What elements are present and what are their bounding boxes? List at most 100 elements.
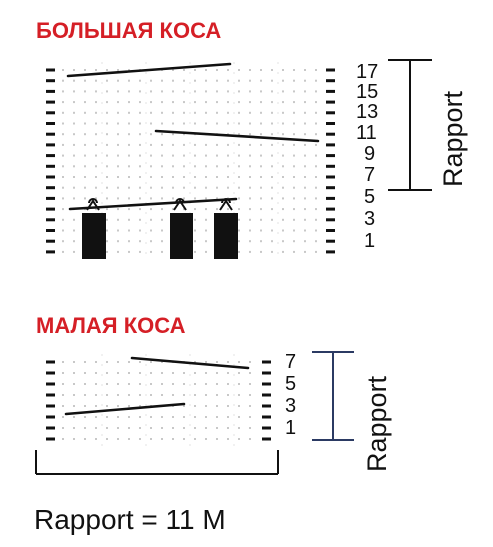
grid-dot	[304, 197, 306, 200]
grid-dot	[95, 165, 97, 168]
grid-dot	[238, 176, 240, 178]
grid-dot	[73, 69, 75, 71]
grid-dot	[315, 101, 317, 104]
grid-dot	[161, 101, 163, 104]
stitch-rapport-bracket	[35, 450, 279, 475]
grid-dot	[227, 101, 229, 104]
grid-dot	[183, 165, 185, 168]
grid-dot	[205, 218, 207, 221]
grid-dot	[205, 416, 207, 418]
grid-dot	[84, 69, 86, 71]
grid-dot	[293, 176, 295, 178]
grid-dot	[73, 427, 75, 429]
grid-dot	[194, 186, 196, 189]
grid-dot	[161, 186, 163, 189]
grid-dot	[282, 90, 284, 93]
row-dash-left	[46, 89, 55, 93]
grid-dot	[238, 122, 240, 125]
grid-dot	[128, 240, 130, 243]
grid-dot	[183, 143, 185, 146]
grid-dot	[128, 427, 130, 429]
row-dash-left	[46, 393, 55, 397]
grid-dot	[172, 165, 174, 168]
grid-dot	[227, 90, 229, 93]
grid-dot	[282, 229, 284, 232]
grid-dot	[194, 416, 196, 418]
row-dash-left	[46, 186, 55, 190]
grid-dot	[84, 438, 86, 440]
grid-dot	[106, 186, 108, 189]
large-row-number: 5	[364, 186, 375, 208]
grid-dot	[304, 154, 306, 157]
grid-dot	[95, 197, 97, 200]
grid-dot	[216, 416, 218, 418]
grid-dot	[260, 165, 262, 168]
grid-dot	[95, 176, 97, 178]
grid-dot	[194, 438, 196, 440]
grid-dot	[139, 154, 141, 157]
grid-dot	[172, 372, 174, 374]
large-rapport-label: Rapport	[438, 90, 468, 187]
grid-dot	[117, 394, 119, 396]
grid-dot	[117, 218, 119, 221]
grid-dot	[183, 416, 185, 418]
grid-dot	[249, 438, 251, 440]
grid-dot	[161, 250, 163, 253]
grid-dot	[95, 186, 97, 189]
grid-dot	[106, 69, 108, 71]
grid-dot	[216, 176, 218, 178]
grid-dot	[73, 197, 75, 200]
grid-dot	[194, 90, 196, 93]
grid-dot	[150, 229, 152, 232]
grid-dot	[161, 154, 163, 157]
grid-dot	[282, 143, 284, 146]
grid-dot	[315, 186, 317, 189]
small-row-number: 1	[285, 417, 296, 439]
grid-dot	[84, 111, 86, 114]
grid-dot	[194, 197, 196, 200]
grid-dot	[260, 240, 262, 243]
grid-dot	[238, 383, 240, 385]
row-dash-left	[46, 196, 55, 200]
row-dash-left	[46, 239, 55, 243]
grid-dot	[271, 154, 273, 157]
grid-dot	[293, 133, 295, 136]
grid-dot	[194, 427, 196, 429]
grid-dot	[304, 143, 306, 146]
grid-dot	[227, 165, 229, 168]
grid-dot	[161, 208, 163, 211]
grid-dot	[227, 361, 229, 363]
grid-dot	[62, 176, 64, 178]
grid-dot	[260, 90, 262, 93]
grid-dot	[216, 69, 218, 71]
grid-dot	[161, 427, 163, 429]
grid-dot	[293, 165, 295, 168]
grid-dot	[238, 218, 240, 221]
grid-dot	[249, 133, 251, 136]
grid-dot	[227, 383, 229, 385]
grid-dot	[271, 218, 273, 221]
grid-dot	[304, 69, 306, 71]
grid-dot	[150, 361, 152, 363]
grid-dot	[84, 176, 86, 178]
grid-dot	[249, 165, 251, 168]
grid-dot	[205, 69, 207, 71]
grid-dot	[271, 79, 273, 82]
grid-dot	[315, 111, 317, 114]
grid-dot	[161, 197, 163, 200]
grid-dot	[183, 176, 185, 178]
grid-dot	[216, 394, 218, 396]
grid-dot	[183, 122, 185, 125]
grid-dot	[205, 438, 207, 440]
grid-dot	[260, 186, 262, 189]
row-dash-right	[262, 437, 271, 441]
row-dash-left	[46, 218, 55, 222]
grid-dot	[304, 208, 306, 211]
grid-dot	[150, 383, 152, 385]
grid-dot	[84, 101, 86, 104]
grid-dot	[249, 405, 251, 407]
grid-dot	[73, 79, 75, 82]
grid-dot	[293, 143, 295, 146]
grid-dot	[238, 186, 240, 189]
grid-dot	[106, 133, 108, 136]
